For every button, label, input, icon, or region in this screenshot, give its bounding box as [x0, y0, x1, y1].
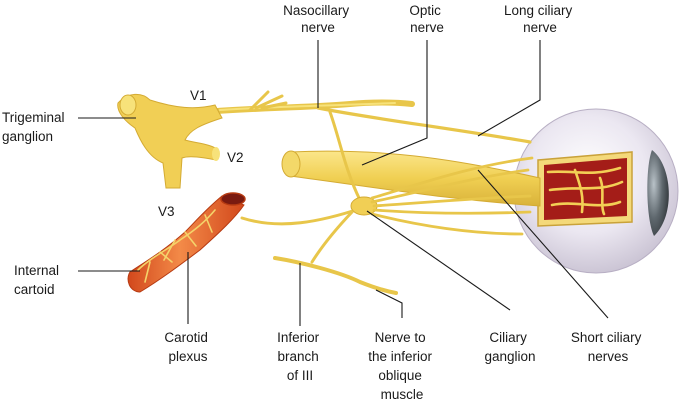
label-short-ciliary-nerves: Short ciliary nerves	[571, 330, 645, 364]
label-v1: V1	[190, 88, 207, 103]
label-ciliary-ganglion: Ciliary ganglion	[484, 330, 535, 364]
ciliary-ganglion	[273, 156, 534, 295]
cornea	[647, 150, 669, 236]
trigeminal-ganglion	[117, 93, 223, 189]
eyeball	[513, 108, 679, 274]
label-long-ciliary-nerve: Long ciliary nerve	[504, 3, 576, 35]
label-carotid-plexus: Carotid plexus	[164, 330, 211, 364]
carotid-plexus	[137, 209, 216, 283]
label-v3: V3	[158, 204, 175, 219]
label-nasocillary-nerve: Nasocillary nerve	[283, 3, 353, 35]
optic-nerve	[281, 150, 541, 207]
label-v2: V2	[227, 150, 244, 165]
internal-carotid-artery	[127, 192, 364, 293]
label-optic-nerve: Optic nerve	[409, 3, 444, 35]
choroid-window	[537, 151, 633, 227]
label-trigeminal-ganglion: Trigeminal ganglion	[2, 110, 68, 144]
nasociliary-nerve	[202, 90, 532, 202]
label-internal-cartoid: Internal cartoid	[14, 263, 63, 297]
label-inferior-branch-of-iii: Inferior branch of III	[277, 330, 323, 383]
leader-lines	[78, 40, 609, 326]
label-nerve-to-inferior-oblique: Nerve to the inferior oblique muscle	[368, 330, 436, 402]
